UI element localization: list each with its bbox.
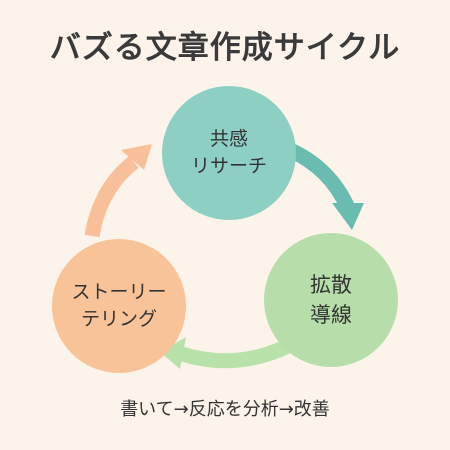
node-top-line2: リサーチ	[190, 155, 267, 177]
arrow-left-to-top-head	[121, 144, 152, 170]
arrow-right-to-left-head	[160, 337, 186, 369]
node-right-line2: 導線	[310, 303, 352, 327]
node-storytelling: ストーリー テリング	[52, 239, 186, 373]
node-diffusion-funnel: 拡散 導線	[264, 233, 398, 367]
node-empathy-research: 共感 リサーチ	[162, 86, 296, 220]
arrow-left-to-top	[84, 156, 139, 238]
arrow-top-to-right	[286, 143, 355, 212]
arrow-right-to-left	[179, 335, 300, 369]
node-top-line1: 共感	[209, 128, 248, 150]
arrow-top-to-right-head	[332, 203, 364, 230]
node-left-line1: ストーリー	[71, 281, 167, 303]
node-right-line1: 拡散	[310, 273, 352, 297]
footer-caption: 書いて→反応を分析→改善	[120, 399, 330, 420]
page-title: バズる文章作成サイクル	[49, 30, 401, 66]
node-left-line2: テリング	[80, 308, 157, 330]
